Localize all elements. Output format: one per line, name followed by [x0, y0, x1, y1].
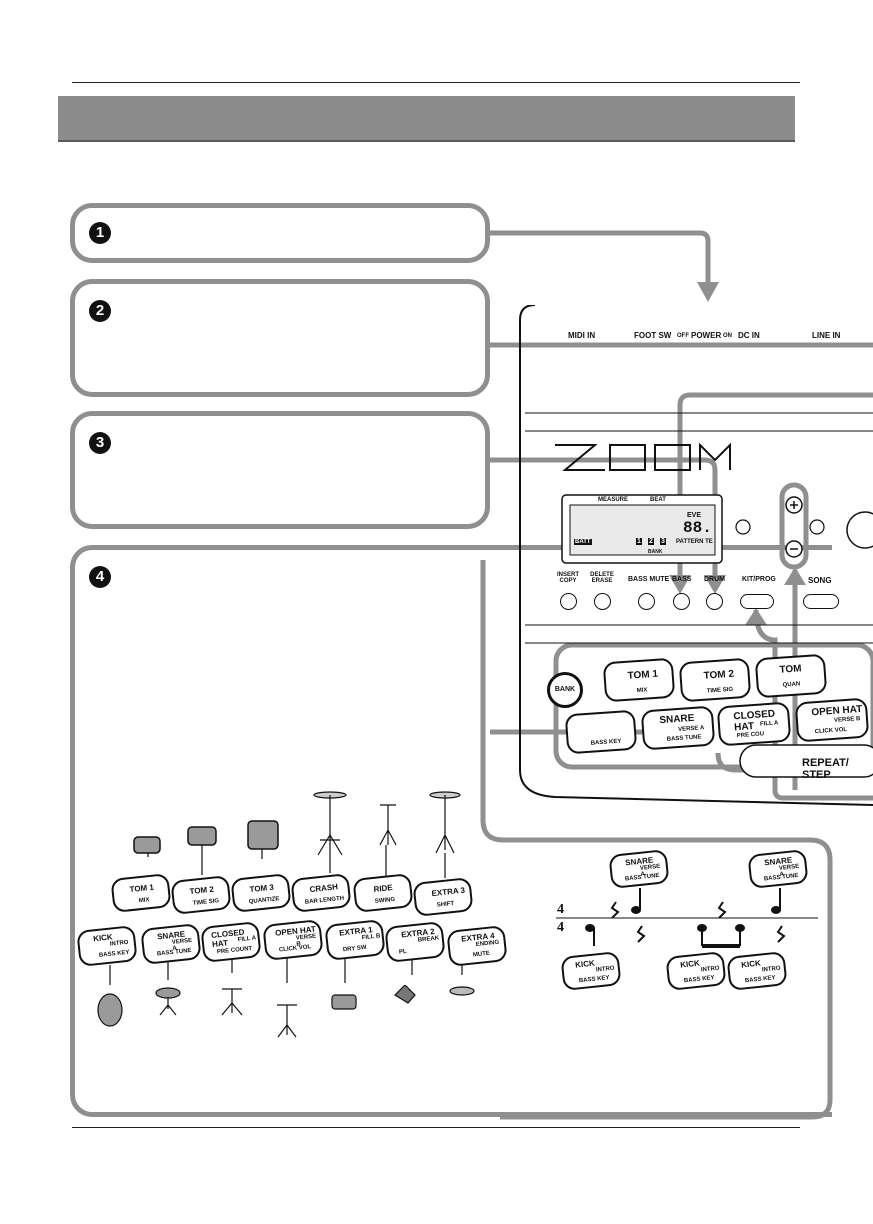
- step-1-box: 1: [70, 203, 490, 263]
- note-2: [771, 906, 781, 914]
- drum-kit-drawings: [109, 791, 463, 985]
- diagram-pad-open-hat: OPEN HAT VERSE B CLICK VOL: [262, 919, 324, 961]
- step-3-box: 3: [70, 411, 490, 529]
- top-rule: [72, 82, 800, 83]
- closed-hat-drawing: [221, 988, 243, 1016]
- foot-sw-label: FOOT SW: [634, 331, 672, 340]
- bottom-rule: [72, 1127, 800, 1128]
- section-header-bar: [58, 96, 795, 142]
- display-batt-label: BATT: [574, 539, 592, 545]
- display-measure-label: MEASURE: [598, 497, 629, 503]
- bass-label: BASS: [672, 576, 692, 583]
- device-pad-open-hat[interactable]: OPEN HAT VERSE B CLICK VOL: [794, 697, 870, 743]
- arrow-step3: [490, 457, 718, 580]
- insert-copy-label: INSERT COPY: [556, 572, 579, 584]
- arrow-step1: [490, 230, 711, 282]
- step-2-number: 2: [89, 300, 111, 322]
- diagram-pad-extra3: EXTRA 3 SHIFT: [412, 877, 474, 917]
- arrow-display: [677, 392, 873, 580]
- time-signature-bottom: 4: [557, 920, 564, 935]
- drum-label: DRUM: [704, 576, 725, 583]
- rest-1: [610, 901, 620, 919]
- device-pad-tom3[interactable]: TOM QUAN: [754, 653, 828, 699]
- rest-2: [717, 901, 727, 919]
- notation-snare-pad-2: SNARE VERSE A BASS TUNE: [747, 849, 809, 889]
- device-illustration: [519, 305, 873, 806]
- diagram-pad-tom1: TOM 1 MIX: [110, 873, 172, 913]
- tom2-drawing: [187, 826, 217, 846]
- device-pad-tom1[interactable]: TOM 1 MIX: [602, 657, 676, 703]
- diagram-pad-extra4: EXTRA 4 ENDING MUTE: [446, 925, 508, 967]
- song-label: SONG: [808, 576, 832, 585]
- line-in-label: LINE IN: [812, 331, 841, 340]
- repeat-step-label: REPEAT/ STEP: [802, 757, 849, 781]
- drum-button[interactable]: [706, 593, 723, 610]
- notation-kick-pad-2: KICK INTRO BASS KEY: [665, 951, 727, 991]
- kit-prog-label: KIT/PROG: [742, 576, 776, 583]
- display-bank-label: BANK: [648, 549, 663, 555]
- diagram-pad-extra1: EXTRA 1 FILL B DRY SW: [324, 919, 386, 961]
- bass-mute-label: BASS MUTE: [628, 576, 670, 583]
- kit-prog-button[interactable]: [740, 594, 774, 609]
- tom3-drawing: [247, 820, 279, 850]
- kick-drum-drawing: [97, 993, 123, 1027]
- bass-button[interactable]: [673, 593, 690, 610]
- diagram-pad-tom3: TOM 3 QUANTIZE: [230, 873, 292, 913]
- step4-right-border: [480, 560, 833, 1120]
- notation-kick-pad-1: KICK INTRO BASS KEY: [560, 951, 622, 991]
- diagram-pad-closed-hat: CLOSED HAT FILL A PRE COUNT: [200, 921, 262, 963]
- drum-kit-lower-drawings: [97, 985, 475, 1038]
- power-label: POWER: [691, 331, 722, 340]
- tambourine-drawing: [449, 986, 475, 996]
- power-off-label: OFF: [677, 333, 689, 339]
- diagram-pad-ride: RIDE SWING: [352, 873, 414, 913]
- insert-copy-button[interactable]: [560, 593, 577, 610]
- power-on-label: ON: [723, 333, 732, 339]
- notation-kick-pad-3: KICK INTRO BASS KEY: [726, 951, 788, 991]
- note-1: [631, 906, 641, 914]
- bass-mute-button[interactable]: [638, 593, 655, 610]
- bank-button[interactable]: BANK: [547, 672, 583, 708]
- open-hat-drawing: [277, 1004, 297, 1038]
- diagram-pad-crash: CRASH BAR LENGTH: [290, 873, 352, 913]
- rest-3: [636, 925, 646, 943]
- dc-in-label: DC IN: [738, 331, 760, 340]
- diagram-pad-kick: KICK INTRO BASS KEY: [76, 925, 138, 967]
- rhythm-notation: [556, 888, 818, 948]
- diagram-pad-extra2: EXTRA 2 BREAK PL: [384, 921, 446, 963]
- device-pad-tom2[interactable]: TOM 2 TIME SIG: [678, 657, 752, 703]
- extra1-drawing: [331, 994, 357, 1010]
- display-ev-label: EVE: [687, 512, 702, 519]
- cowbell-drawing: [394, 985, 416, 1004]
- rest-4: [776, 925, 786, 943]
- step-1-number: 1: [89, 222, 111, 244]
- delete-erase-button[interactable]: [594, 593, 611, 610]
- step-2-box: 2: [70, 279, 490, 397]
- note-3: [585, 924, 595, 932]
- step-3-number: 3: [89, 432, 111, 454]
- device-pad-closed-hat[interactable]: CLOSED HAT FILL A PRE COU: [716, 701, 792, 747]
- device-pad-kick[interactable]: BASS KEY: [564, 709, 638, 755]
- step-4-number: 4: [89, 566, 111, 588]
- song-button[interactable]: [803, 594, 839, 609]
- device-pad-snare[interactable]: SNARE VERSE A BASS TUNE: [640, 705, 716, 751]
- display-bank-2: 2: [648, 538, 654, 545]
- snare-drawing: [155, 987, 181, 999]
- delete-erase-label: DELETE ERASE: [590, 572, 614, 584]
- midi-in-label: MIDI IN: [568, 331, 596, 340]
- diagram-pad-tom2: TOM 2 TIME SIG: [170, 875, 232, 915]
- notation-snare-pad-1: SNARE VERSE A BASS TUNE: [608, 849, 670, 889]
- tom1-drawing: [133, 836, 161, 854]
- display-pattern-label: PATTERN TE: [676, 539, 713, 545]
- time-signature-top: 4: [557, 902, 564, 917]
- diagram-pad-snare: SNARE VERSE A BASS TUNE: [140, 923, 202, 965]
- display-bank-3: 3: [660, 538, 666, 545]
- display-bank-1: 1: [636, 538, 642, 545]
- display-beat-label: BEAT: [650, 497, 666, 503]
- display-digits: 88.: [683, 519, 712, 537]
